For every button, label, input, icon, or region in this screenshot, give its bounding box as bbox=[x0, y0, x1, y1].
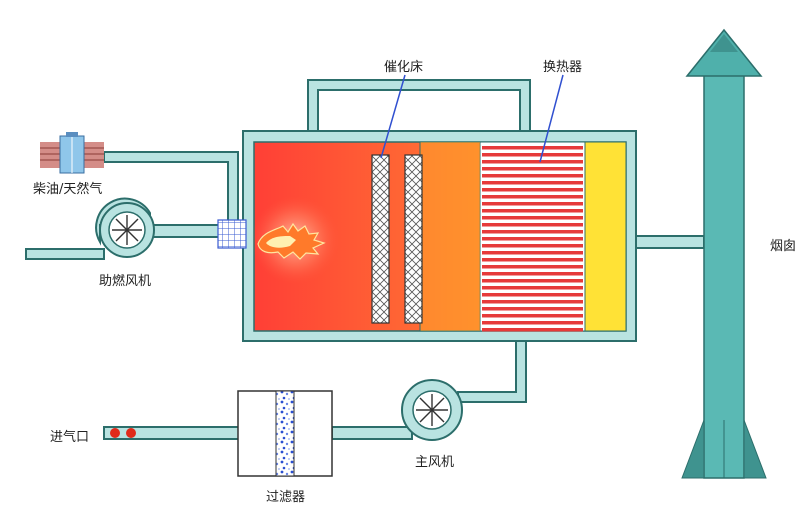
label-air-inlet: 进气口 bbox=[50, 430, 90, 445]
heat-exchanger-stripe bbox=[482, 223, 583, 227]
combustion-fan-outlet-pipe bbox=[149, 224, 221, 238]
catalyst-bed-right bbox=[404, 154, 423, 324]
heat-exchanger-stripe bbox=[482, 272, 583, 276]
heat-exchanger-stripe bbox=[482, 146, 583, 150]
combustion-fan-inlet-pipe bbox=[25, 248, 105, 260]
inlet-pipe bbox=[103, 426, 241, 440]
filter-unit bbox=[237, 390, 333, 477]
label-chimney: 烟囱 bbox=[770, 239, 797, 254]
heat-exchanger-stripe bbox=[482, 244, 583, 248]
bypass-pipe bbox=[307, 79, 531, 132]
label-catalyst-bed: 催化床 bbox=[384, 60, 424, 75]
combustion-fan bbox=[95, 197, 155, 258]
heat-exchanger-leader bbox=[539, 74, 564, 163]
filter-to-fan-pipe bbox=[331, 426, 413, 440]
outlet-section bbox=[584, 141, 627, 332]
burner-nozzle bbox=[217, 219, 247, 249]
main-fan bbox=[401, 379, 463, 441]
heat-exchanger-stripe bbox=[482, 300, 583, 304]
label-filter: 过滤器 bbox=[266, 490, 306, 505]
heat-exchanger-stripe bbox=[482, 279, 583, 283]
heat-exchanger-stripe bbox=[482, 230, 583, 234]
heat-exchanger-stripe bbox=[482, 314, 583, 318]
catalyst-bed-left bbox=[371, 154, 390, 324]
chimney-stack bbox=[681, 28, 767, 479]
exhaust-pipe bbox=[633, 235, 705, 249]
heat-exchanger-stripe bbox=[482, 167, 583, 171]
heat-exchanger-stripe bbox=[482, 237, 583, 241]
heat-exchanger-stripe bbox=[482, 174, 583, 178]
heat-exchanger-stripe bbox=[482, 258, 583, 262]
heat-exchanger-core bbox=[479, 141, 586, 332]
heat-exchanger-stripe bbox=[482, 293, 583, 297]
label-main-fan: 主风机 bbox=[415, 455, 455, 470]
fuel-tank bbox=[40, 132, 104, 174]
reactor-chamber bbox=[217, 130, 637, 342]
label-fuel: 柴油/天然气 bbox=[33, 182, 103, 197]
heat-exchanger-stripe bbox=[482, 307, 583, 311]
heat-exchanger-stripe bbox=[482, 153, 583, 157]
heat-exchanger-stripe bbox=[482, 265, 583, 269]
heat-exchanger-stripe bbox=[482, 216, 583, 220]
heat-exchanger-stripe bbox=[482, 209, 583, 213]
heat-exchanger-stripe bbox=[482, 321, 583, 325]
label-combustion-fan: 助燃风机 bbox=[99, 274, 152, 289]
heat-exchanger-stripe bbox=[482, 188, 583, 192]
main-fan-to-chamber-pipe bbox=[457, 337, 527, 403]
burner-flame bbox=[251, 196, 339, 284]
heat-exchanger-stripe bbox=[482, 195, 583, 199]
label-heat-exchanger: 换热器 bbox=[543, 60, 583, 75]
heat-exchanger-stripe bbox=[482, 181, 583, 185]
air-inlet-valves bbox=[110, 428, 136, 438]
heat-exchanger-stripe bbox=[482, 160, 583, 164]
heat-exchanger-stripe bbox=[482, 202, 583, 206]
catalyst-bed-leader bbox=[380, 74, 406, 159]
heat-exchanger-stripe bbox=[482, 328, 583, 332]
heat-exchanger-stripe bbox=[482, 286, 583, 290]
heat-exchanger-stripe bbox=[482, 251, 583, 255]
